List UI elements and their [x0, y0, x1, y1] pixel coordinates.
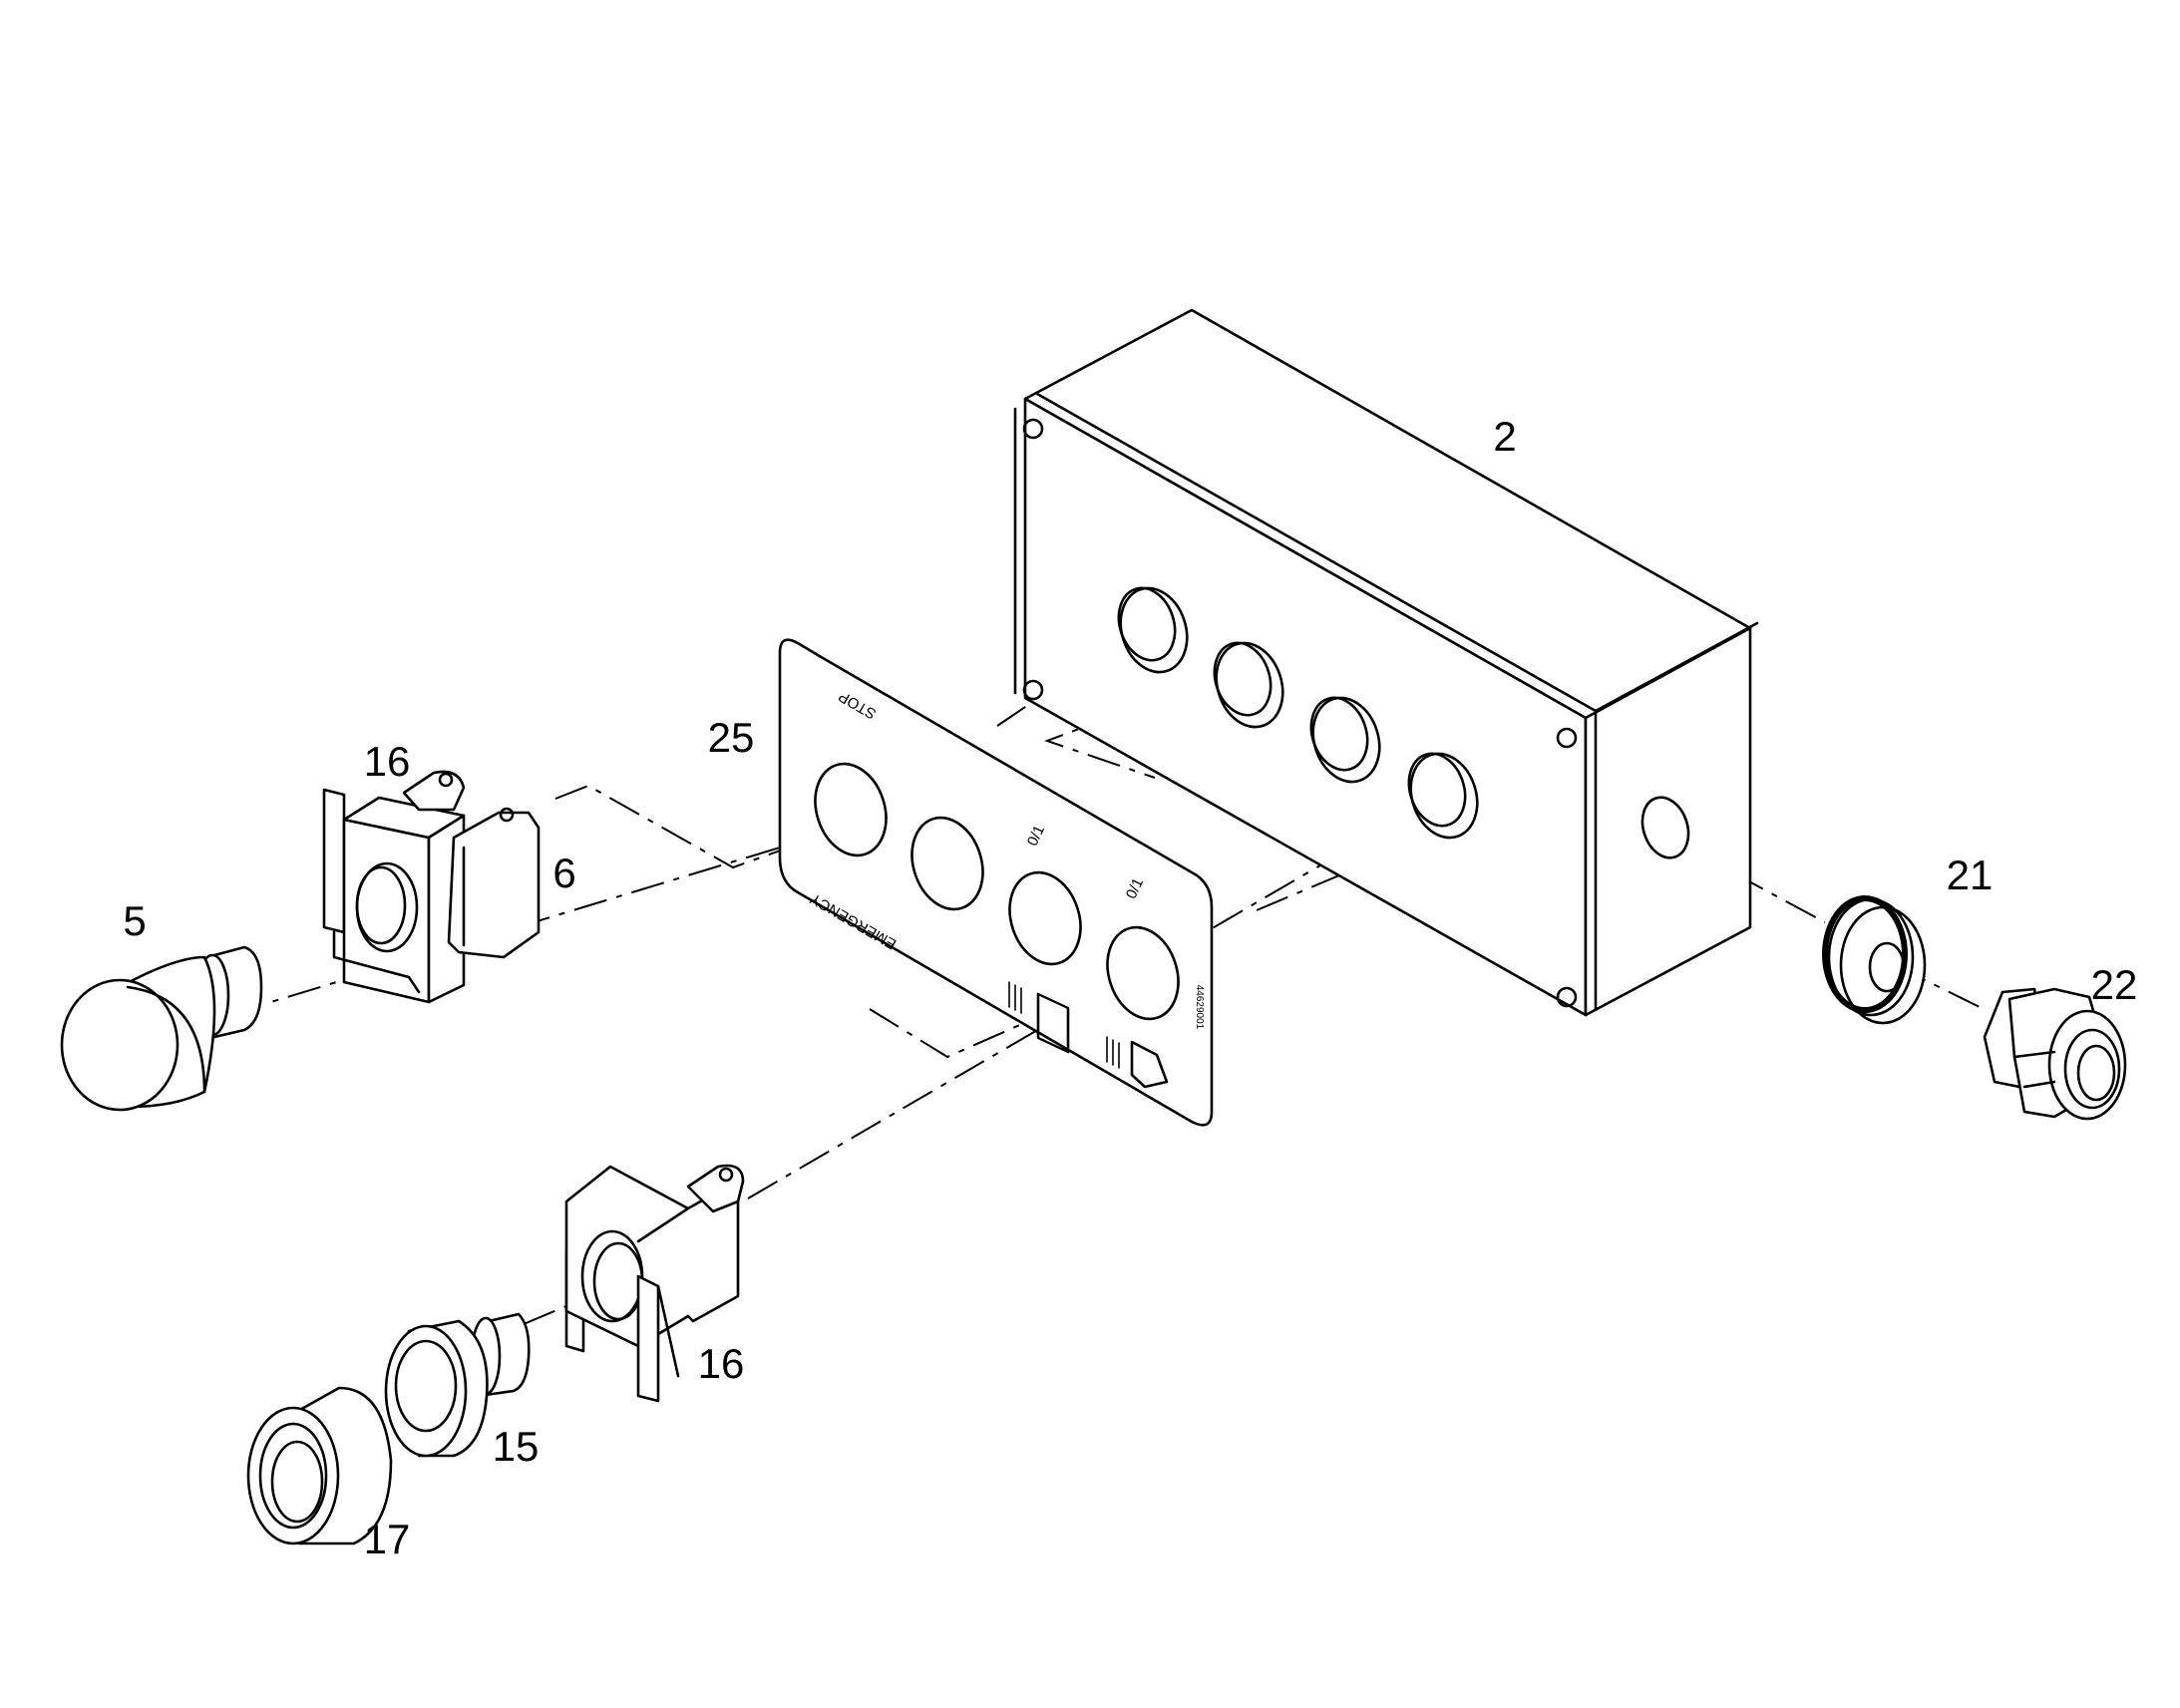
callout-25: 25 [708, 714, 755, 761]
enclosure-box [1013, 308, 1759, 1017]
callout-17: 17 [364, 1516, 411, 1562]
callout-21: 21 [1947, 852, 1994, 898]
contact-block-lower [564, 1164, 745, 1403]
cable-gland [1983, 987, 2127, 1121]
sealing-washer [1822, 895, 1927, 1025]
callout-16-lower: 16 [698, 1340, 745, 1387]
callout-2: 2 [1493, 413, 1516, 460]
emergency-mushroom-button [60, 945, 263, 1112]
pushbutton-actuator [384, 1312, 531, 1458]
button-collar [246, 1386, 393, 1545]
plate-serial-number: 44629001 [1194, 985, 1205, 1030]
callout-5: 5 [123, 897, 146, 944]
callout-15: 15 [493, 1423, 540, 1470]
callout-22: 22 [2091, 961, 2138, 1008]
callout-numbers: 2 25 16 6 5 21 22 16 15 17 [123, 413, 2137, 1562]
callout-6: 6 [552, 850, 575, 896]
plate-symbol-left [1008, 981, 1070, 1054]
callout-16-upper: 16 [364, 738, 411, 785]
label-plate: STOP EMERGENCY 0/1 0/1 44629001 [778, 638, 1214, 1127]
contact-block-upper [322, 770, 541, 1004]
plate-symbol-right [1106, 1036, 1169, 1089]
